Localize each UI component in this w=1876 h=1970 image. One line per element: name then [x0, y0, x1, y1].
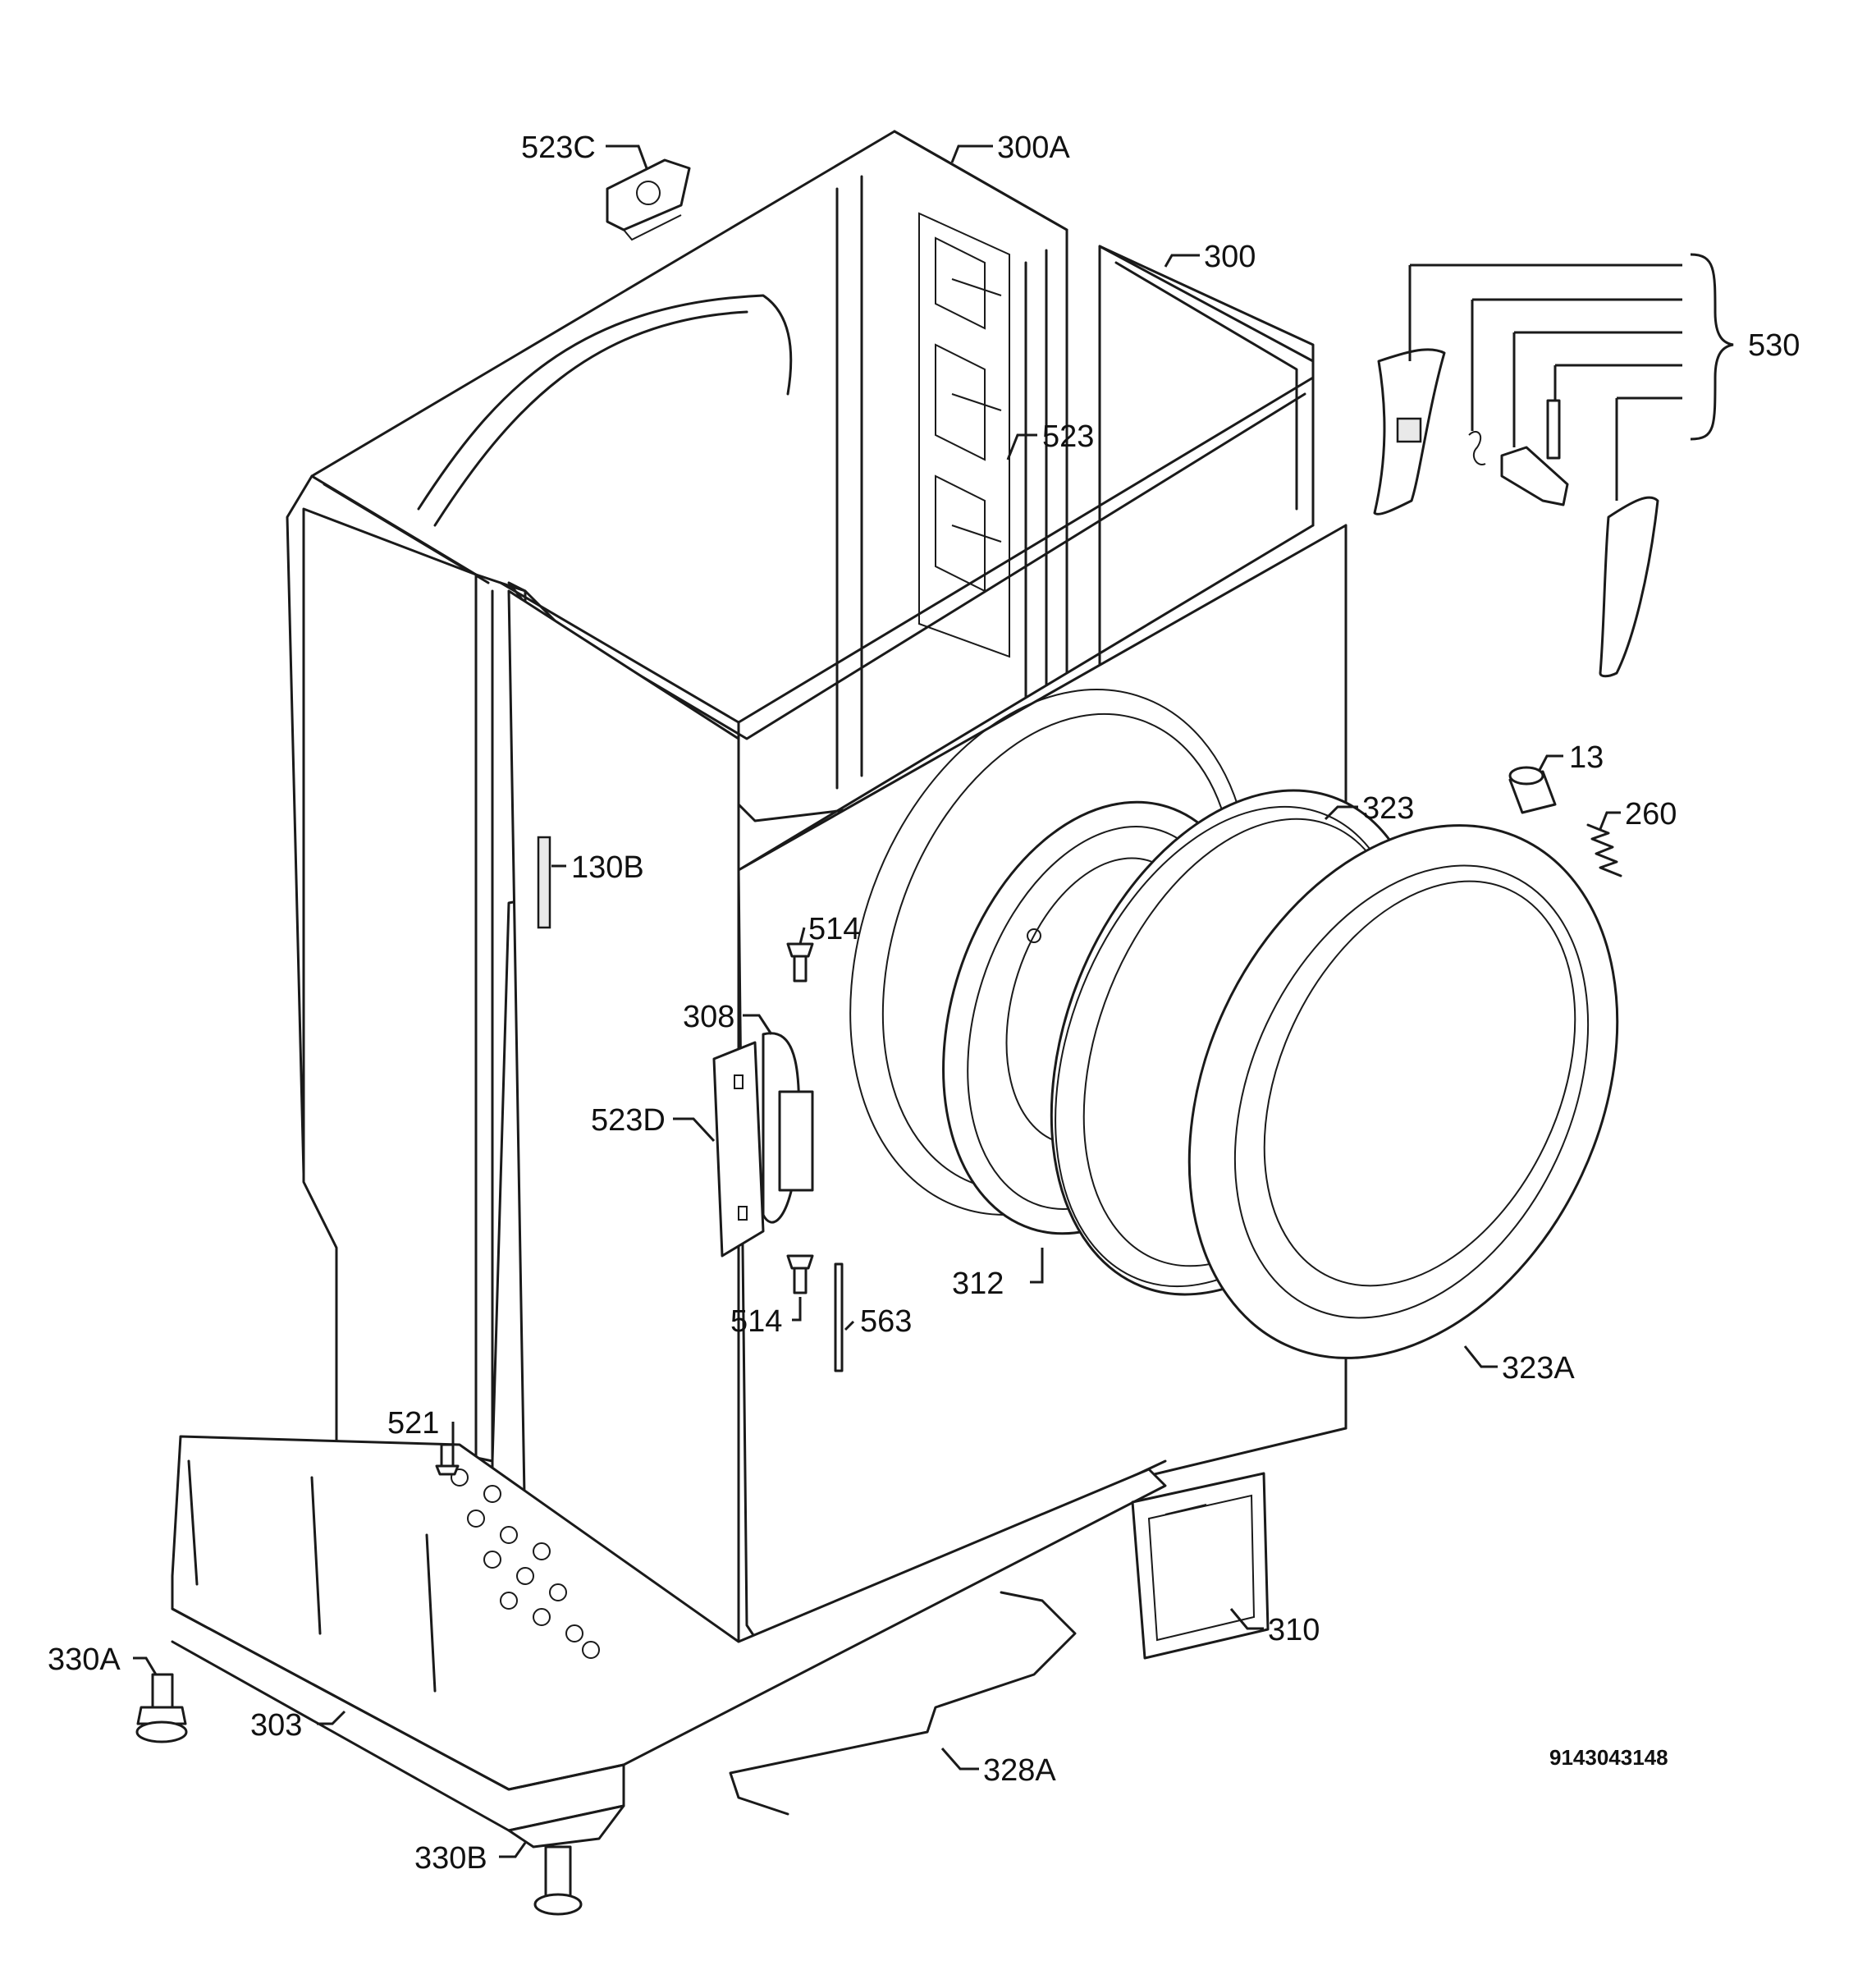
door-outer-ring-323A: [1187, 824, 1619, 1359]
callout-130B: 130B: [571, 850, 644, 885]
callout-530: 530: [1748, 328, 1800, 363]
screw-521: [435, 1443, 460, 1476]
foot-330B: [507, 1804, 625, 1916]
callout-300A: 300A: [997, 131, 1070, 165]
clip-523C: [606, 158, 691, 241]
door-hinge-308: [762, 1032, 814, 1224]
callout-323: 323: [1362, 791, 1414, 826]
hinge-plate-523D: [712, 1041, 765, 1258]
filter-cover-310: [1131, 1472, 1270, 1660]
callout-514-bottom: 514: [730, 1304, 782, 1339]
callout-523C: 523C: [521, 131, 596, 165]
callout-310: 310: [1268, 1613, 1320, 1647]
callout-328A: 328A: [983, 1753, 1056, 1788]
callout-260: 260: [1625, 797, 1677, 832]
callout-13: 13: [1569, 740, 1604, 775]
leader-lines: [133, 144, 1734, 1858]
callout-303: 303: [250, 1708, 302, 1743]
handle-assembly-530: [1373, 348, 1659, 678]
bushing-13: [1508, 766, 1557, 814]
spring-260: [1586, 823, 1622, 877]
rod-563: [834, 1262, 844, 1372]
callout-514-top: 514: [808, 912, 860, 946]
callout-308: 308: [683, 1000, 734, 1034]
callout-312: 312: [952, 1267, 1004, 1301]
screw-514-top: [786, 942, 814, 983]
kick-plate-328A: [729, 1591, 1077, 1816]
callout-330A: 330A: [48, 1642, 121, 1677]
foot-330A: [135, 1673, 188, 1743]
callout-523D: 523D: [591, 1103, 666, 1138]
callout-330B: 330B: [414, 1841, 487, 1876]
callout-labels: 523C 300A 300 530 523 13 323 260 130B 51…: [48, 131, 1800, 1876]
callout-521: 521: [387, 1406, 439, 1441]
callout-523: 523: [1042, 419, 1094, 454]
callout-323A: 323A: [1502, 1351, 1575, 1386]
callout-300: 300: [1204, 240, 1256, 274]
rear-duct-523: [918, 212, 1010, 658]
diagram-code: 9143043148: [1549, 1745, 1668, 1770]
inner-side-panel: [507, 589, 740, 1643]
screw-514-bottom: [786, 1254, 814, 1294]
left-side-panel: [302, 507, 527, 1496]
base-vent-holes: [451, 1468, 600, 1659]
callout-563: 563: [860, 1304, 912, 1339]
